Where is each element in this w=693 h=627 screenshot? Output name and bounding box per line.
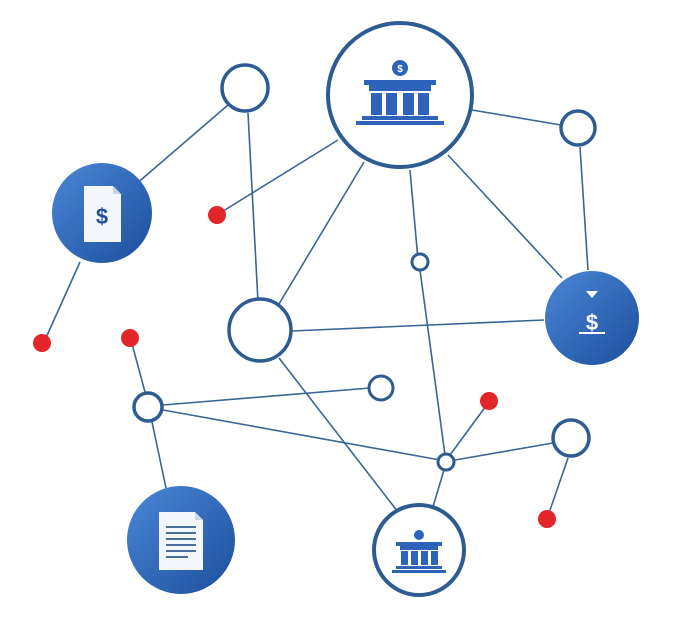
red-dot-1 [208, 206, 226, 224]
document-node [127, 486, 235, 594]
link-invoice-topring [134, 104, 229, 186]
red-dots [33, 206, 556, 528]
invoice-node: $ [52, 163, 152, 263]
link-bank-rightring [471, 109, 562, 126]
link-smallring-junction [419, 269, 446, 456]
link-leftring-junction [162, 409, 441, 461]
link-bank-reddot [219, 139, 339, 214]
document-icon [159, 512, 203, 570]
dollar-deposit-icon [579, 291, 605, 334]
ring-middle [367, 374, 395, 402]
ring-top-right [559, 109, 597, 147]
link-junction-bottombank [431, 469, 445, 511]
coin-deposit-node: $ [545, 271, 639, 365]
red-dot-3 [121, 329, 139, 347]
red-dot-4 [480, 392, 498, 410]
red-dot-5 [538, 510, 556, 528]
link-junction-ring [454, 442, 554, 461]
ring-junction [436, 452, 456, 472]
link-bank-hub [278, 161, 365, 305]
bank-building-icon [356, 60, 444, 125]
bank-building-icon [392, 530, 446, 573]
link-leftring-doc [151, 421, 167, 489]
ring-hub [227, 297, 293, 363]
ring-small-center [410, 252, 430, 272]
red-dot-2 [33, 334, 51, 352]
deposit-dollar-symbol: $ [586, 310, 598, 335]
bank-dollar-symbol: $ [397, 64, 403, 75]
hollow-rings [132, 63, 597, 472]
ring-left [132, 391, 164, 423]
invoice-dollar-symbol: $ [96, 204, 108, 229]
connection-lines [44, 104, 589, 514]
link-invoice-reddot [44, 261, 81, 341]
link-rightring-coin [579, 146, 589, 271]
link-bank-coin [447, 154, 563, 279]
link-topring-hub [247, 112, 259, 303]
link-reddot-leftring [130, 339, 146, 393]
ring-top-left [220, 63, 270, 113]
link-ring-reddot [548, 457, 569, 514]
link-hub-coin [291, 319, 545, 332]
link-hub-bottombank [278, 357, 399, 513]
dollar-document-icon [84, 186, 121, 242]
ring-right-lower [551, 418, 591, 458]
bottom-bank-node [372, 503, 466, 597]
central-bank-node: $ [326, 21, 474, 169]
link-bank-smallring [409, 169, 419, 261]
link-leftring-midring [162, 387, 371, 406]
link-junction-reddot [449, 405, 487, 456]
